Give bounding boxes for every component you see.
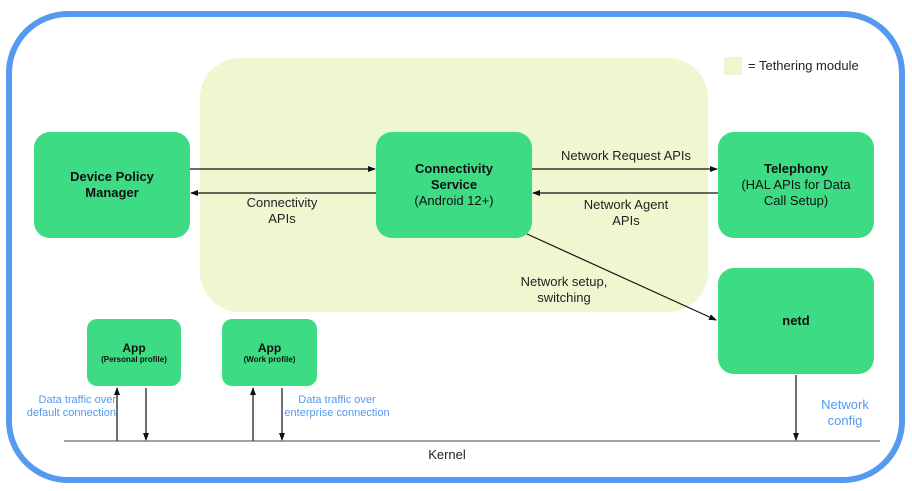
device-policy-manager-box: Device Policy Manager (34, 132, 190, 238)
telephony-box: Telephony (HAL APIs for Data Call Setup) (718, 132, 874, 238)
netd-title: netd (782, 313, 810, 328)
network-config-label: Network config (821, 397, 869, 428)
app-work-box: App (Work profile) (222, 319, 317, 386)
network-agent-apis-label: Network Agent APIs (583, 197, 669, 228)
kernel-label: Kernel (428, 447, 466, 462)
cs-subtitle: (Android 12+) (414, 193, 494, 208)
network-request-apis-label: Network Request APIs (560, 148, 692, 163)
netd-box: netd (718, 268, 874, 374)
app-personal-title: App (122, 340, 146, 355)
app-personal-subtitle: (Personal profile) (101, 354, 167, 364)
dpm-title: Device Policy Manager (70, 169, 154, 200)
system-frame (6, 11, 905, 483)
app-work-title: App (257, 340, 282, 355)
app-personal-box: App (Personal profile) (87, 319, 181, 386)
cs-title: Connectivity Service (414, 161, 493, 192)
network-setup-label: Network setup, switching (520, 274, 608, 305)
traffic-enterprise-label: Data traffic over enterprise connection (284, 394, 390, 419)
telephony-title: Telephony (763, 161, 829, 176)
legend-swatch (724, 57, 742, 75)
telephony-subtitle: (HAL APIs for Data Call Setup) (741, 177, 851, 208)
connectivity-apis-label: Connectivity APIs (246, 195, 318, 226)
arrow-cs-to-netd (526, 233, 717, 321)
app-work-subtitle: (Work profile) (243, 354, 296, 364)
legend-label: = Tethering module (748, 58, 859, 73)
traffic-default-label: Data traffic over default connection (26, 394, 116, 419)
connectivity-service-box: Connectivity Service (Android 12+) (376, 132, 532, 238)
